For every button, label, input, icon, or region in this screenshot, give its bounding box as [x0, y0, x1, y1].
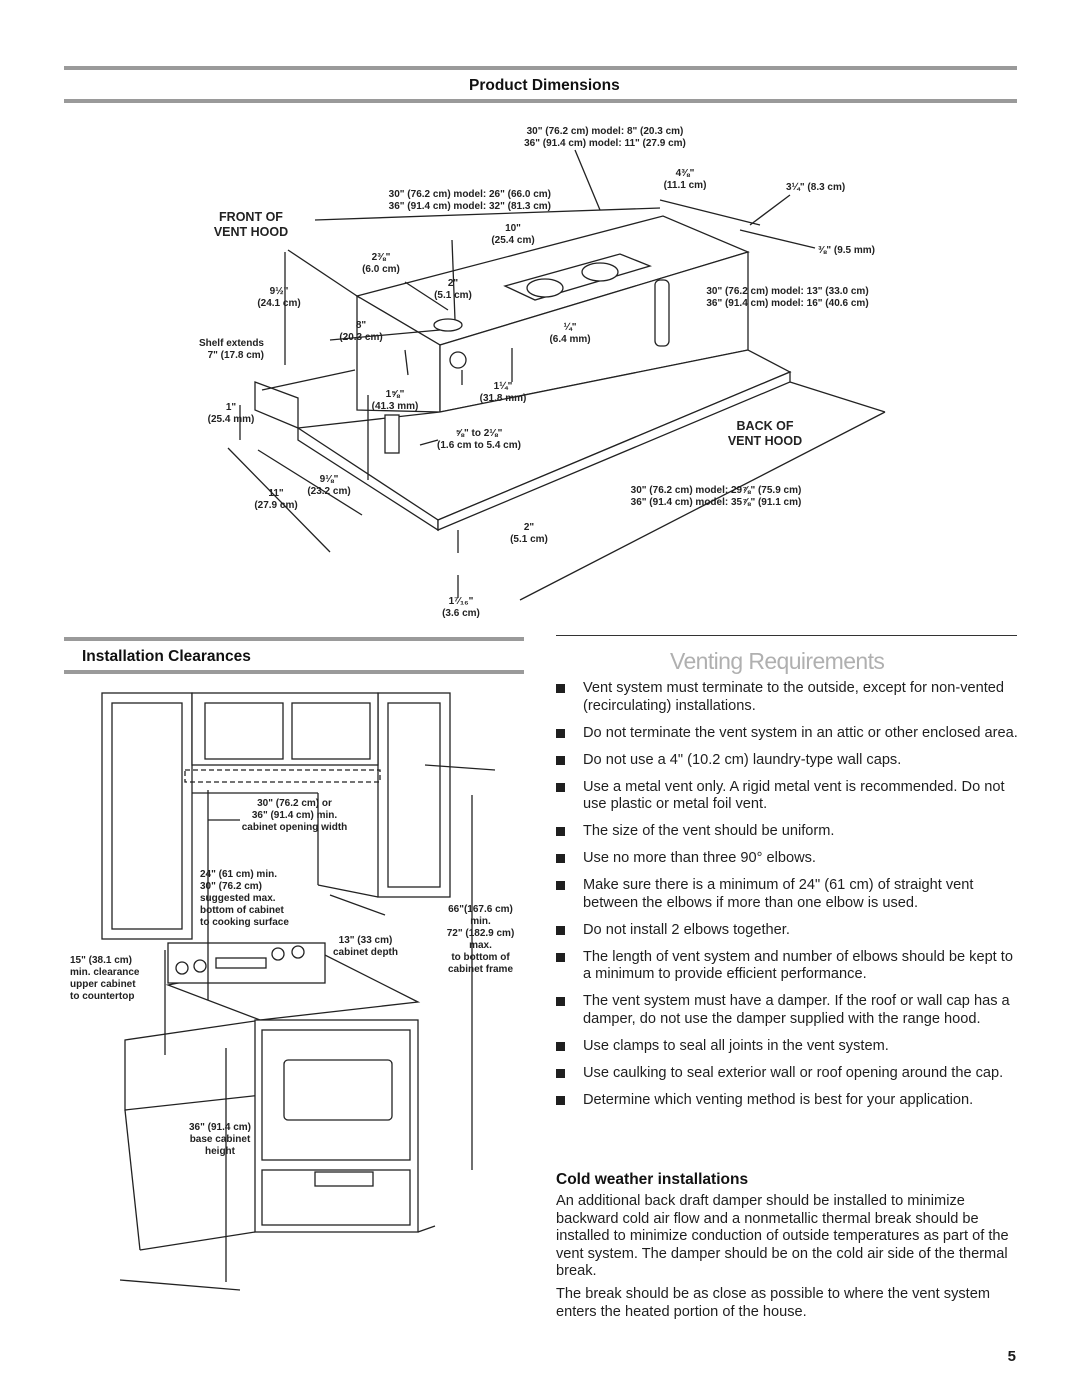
venting-rule	[556, 635, 1017, 636]
list-item: Determine which venting method is best f…	[556, 1092, 1018, 1110]
label-base-height: 36" (91.4 cm) base cabinet height	[189, 1122, 251, 1157]
label-dim-1-7-16: 1⁷⁄₁₆" (3.6 cm)	[442, 596, 480, 619]
countertop-left	[124, 1019, 263, 1111]
page-number: 5	[1007, 1348, 1016, 1365]
label-front-of-hood: FRONT OF VENT HOOD	[213, 210, 289, 239]
side-slot	[654, 279, 670, 347]
list-item: Vent system must terminate to the outsid…	[556, 680, 1018, 715]
label-dim-2b: 2" (5.1 cm)	[510, 522, 548, 545]
list-item: Use caulking to seal exterior wall or ro…	[556, 1065, 1018, 1083]
label-width-models-top: 30" (76.2 cm) model: 26" (66.0 cm) 36" (…	[388, 189, 551, 212]
list-item: Use a metal vent only. A rigid metal ven…	[556, 779, 1018, 814]
front-knob	[449, 351, 467, 369]
label-dim-1-1-4: 1¼" (31.8 mm)	[479, 381, 527, 404]
list-item: The vent system must have a damper. If t…	[556, 993, 1018, 1028]
label-height-frame: 66"(167.6 cm) min. 72" (182.9 cm) max. t…	[446, 904, 515, 975]
label-shelf-extends: Shelf extends 7" (17.8 cm)	[198, 338, 264, 361]
installation-clearances-diagram	[101, 692, 496, 1291]
range-body	[254, 1019, 419, 1233]
list-item: Make sure there is a minimum of 24" (61 …	[556, 877, 1018, 912]
label-length-models: 30" (76.2 cm) model: 29⅞" (75.9 cm) 36" …	[630, 485, 802, 508]
list-item: Use clamps to seal all joints in the ven…	[556, 1038, 1018, 1056]
list-item: The size of the vent should be uniform.	[556, 823, 1018, 841]
clearances-top-rule	[64, 637, 524, 641]
cold-weather-heading: Cold weather installations	[556, 1171, 749, 1188]
upper-cabinet	[191, 692, 379, 766]
range-hood	[184, 769, 381, 783]
label-dim-3-1-4: 3¼" (8.3 cm)	[786, 182, 846, 193]
label-back-of-hood: BACK OF VENT HOOD	[727, 419, 803, 448]
label-cabinet-opening: 30" (76.2 cm) or 36" (91.4 cm) min. cabi…	[241, 798, 348, 833]
top-connector	[433, 318, 463, 332]
label-dim-11: 11" (27.9 cm)	[254, 488, 298, 511]
cold-weather-paragraph-2: The break should be as close as possible…	[556, 1286, 990, 1320]
label-dim-2a: 2" (5.1 cm)	[434, 278, 472, 301]
list-item: Use no more than three 90° elbows.	[556, 850, 1018, 868]
left-wall-cabinet	[101, 692, 193, 940]
fan-left	[526, 278, 564, 298]
shelf	[254, 381, 299, 429]
label-dim-1-4: ¼" (6.4 mm)	[549, 322, 591, 345]
label-dim-5-8-to: ⅝" to 2⅛" (1.6 cm to 5.4 cm)	[437, 428, 521, 451]
clearances-bottom-rule	[64, 670, 524, 674]
label-dim-3-8: ⅜" (9.5 mm)	[818, 245, 875, 256]
label-dim-2-3-8: 2⅜" (6.0 cm)	[362, 252, 400, 275]
label-dim-8: 8" (20.3 cm)	[339, 320, 383, 343]
label-dim-9-1-2: 9½" (24.1 cm)	[257, 286, 301, 309]
label-cabinet-depth: 13" (33 cm) cabinet depth	[332, 935, 398, 958]
label-dim-10: 10" (25.4 cm)	[491, 223, 535, 246]
product-dimensions-rule	[64, 99, 1017, 103]
label-cooking-surface: 24" (61 cm) min. 30" (76.2 cm) suggested…	[200, 869, 289, 928]
fan-right	[581, 262, 619, 282]
label-dim-1-5-8: 1⅝" (41.3 mm)	[371, 389, 419, 412]
label-dim-4-3-8: 4⅜" (11.1 cm)	[663, 168, 707, 191]
right-wall-cabinet	[377, 692, 451, 898]
cold-weather-paragraph-1: An additional back draft damper should b…	[556, 1193, 1009, 1280]
product-dimensions-heading: Product Dimensions	[469, 77, 620, 94]
top-rule	[64, 66, 1017, 70]
venting-title: Venting Requirements	[670, 648, 885, 674]
label-side-clearance: 15" (38.1 cm) min. clearance upper cabin…	[70, 955, 140, 1002]
venting-requirements-list: Vent system must terminate to the outsid…	[556, 680, 1018, 1119]
product-dimensions-diagram	[227, 149, 886, 601]
list-item: Do not terminate the vent system in an a…	[556, 725, 1018, 743]
range-backguard	[167, 942, 326, 984]
list-item: The length of vent system and number of …	[556, 949, 1018, 984]
label-dim-9-1-8: 9⅛" (23.2 cm)	[307, 474, 351, 497]
installation-clearances-heading: Installation Clearances	[82, 648, 251, 665]
label-width-models-right: 30" (76.2 cm) model: 13" (33.0 cm) 36" (…	[706, 286, 869, 309]
list-item: Do not use a 4" (10.2 cm) laundry-type w…	[556, 752, 1018, 770]
label-depth-models-top: 30" (76.2 cm) model: 8" (20.3 cm) 36" (9…	[524, 126, 686, 149]
label-dim-1: 1" (25.4 mm)	[207, 402, 255, 425]
list-item: Do not install 2 elbows together.	[556, 922, 1018, 940]
front-knob-box	[384, 414, 400, 454]
